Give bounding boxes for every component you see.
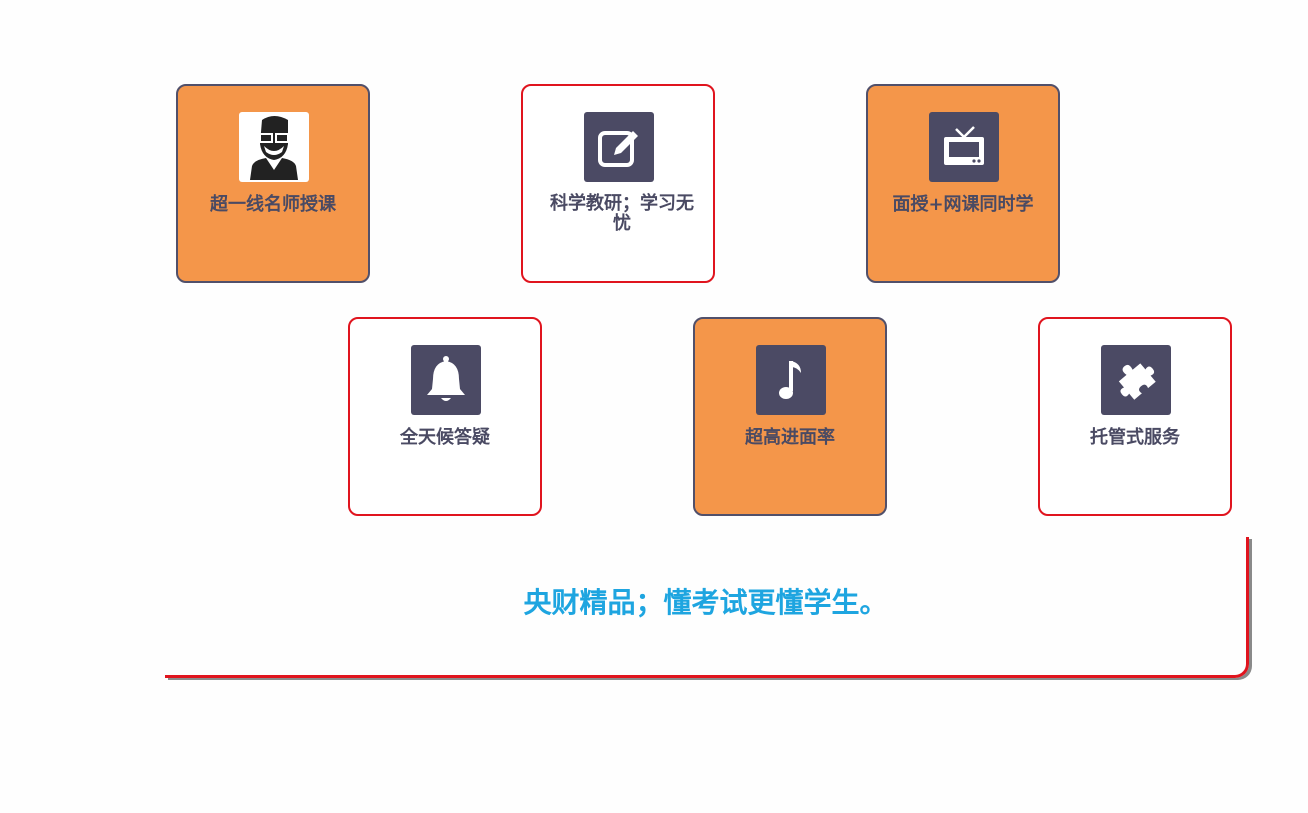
edit-icon	[584, 112, 654, 182]
feature-card-research: 科学教研；学习无忧	[521, 84, 715, 283]
feature-card-teachers: 超一线名师授课	[176, 84, 370, 283]
feature-label: 科学教研；学习无忧	[550, 193, 694, 234]
feature-card-qa: 全天候答疑	[348, 317, 542, 516]
feature-card-pass-rate: 超高进面率	[693, 317, 887, 516]
slogan-banner: 央财精品；懂考试更懂学生。	[165, 537, 1249, 678]
tv-icon	[929, 112, 999, 182]
teacher-icon	[239, 112, 309, 182]
feature-label: 面授+网课同时学	[892, 194, 1034, 215]
feature-label: 托管式服务	[1090, 427, 1180, 448]
feature-label: 超高进面率	[745, 427, 835, 448]
puzzle-icon	[1101, 345, 1171, 415]
music-note-icon	[756, 345, 826, 415]
feature-label: 全天候答疑	[400, 427, 490, 448]
feature-label: 超一线名师授课	[210, 194, 336, 215]
feature-card-managed: 托管式服务	[1038, 317, 1232, 516]
slogan-text: 央财精品；懂考试更懂学生。	[523, 586, 888, 619]
bell-icon	[411, 345, 481, 415]
feature-card-online: 面授+网课同时学	[866, 84, 1060, 283]
